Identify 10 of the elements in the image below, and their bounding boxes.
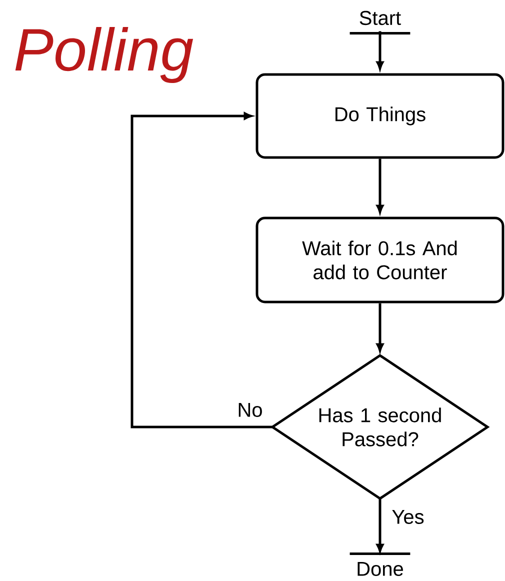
process-box: Do Things (256, 73, 504, 159)
arrow (130, 112, 272, 428)
start-terminal: Start (350, 10, 410, 34)
arrow (376, 498, 384, 552)
process-box: Wait for 0.1s And add to Counter (256, 216, 504, 304)
title: Polling (15, 27, 194, 83)
end-terminal: Done (350, 552, 410, 576)
edge-label: Yes (390, 509, 426, 525)
edge-label: No (236, 402, 264, 418)
arrow (376, 303, 384, 352)
